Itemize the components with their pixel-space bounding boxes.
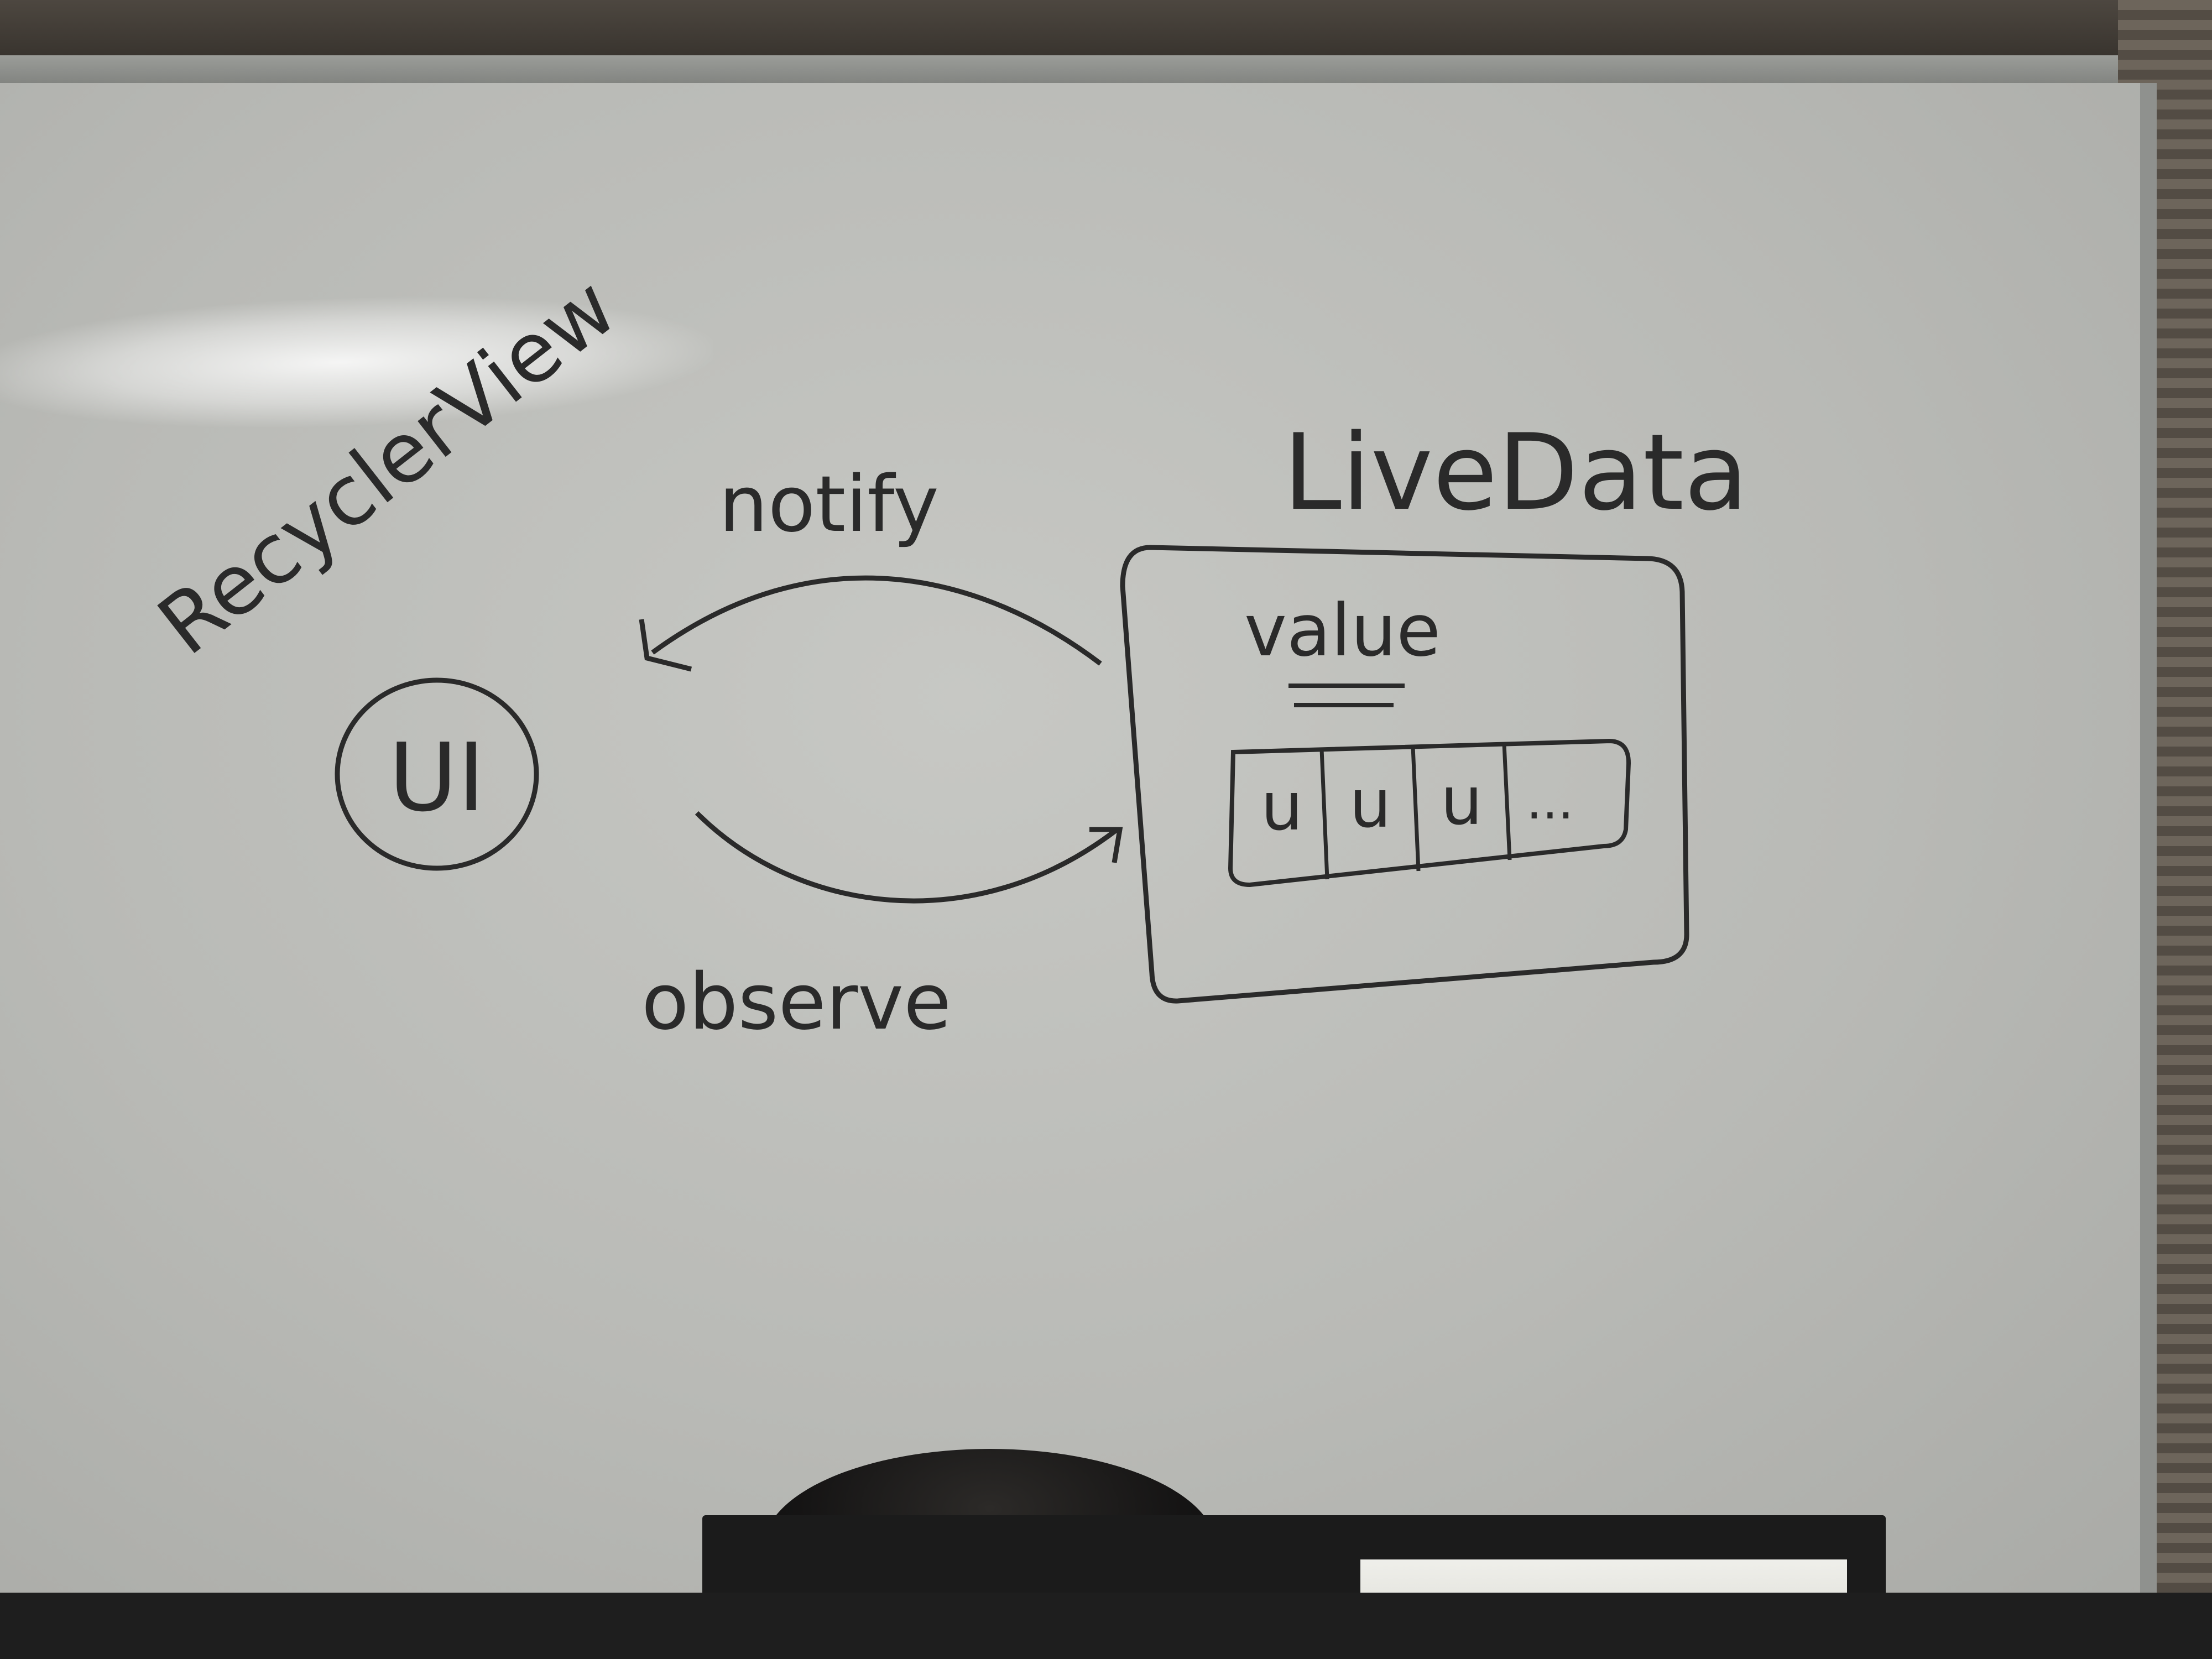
- notify-arrow: [651, 575, 1102, 666]
- value-label: value: [1244, 588, 1441, 672]
- ui-circle: [335, 677, 539, 871]
- notify-label: notify: [719, 460, 939, 550]
- livedata-box: [1120, 545, 1689, 1004]
- observe-arrowhead: [1089, 827, 1123, 863]
- array-cell-3: u: [1441, 763, 1483, 840]
- array-cell-1: u: [1261, 769, 1303, 846]
- array-cell-ellipsis: ...: [1526, 773, 1574, 831]
- ui-label: UI: [389, 723, 486, 833]
- value-underline: [1288, 684, 1405, 707]
- value-array-dividers: [1319, 743, 1512, 880]
- array-cell-2: u: [1349, 766, 1391, 843]
- observe-label: observe: [641, 957, 951, 1047]
- recyclerview-label: RecyclerView: [141, 259, 634, 674]
- notify-arrowhead: [639, 619, 692, 672]
- desk-edge: [0, 1593, 2212, 1659]
- livedata-label: LiveData: [1283, 411, 1749, 534]
- value-array-box: [1228, 738, 1631, 888]
- observe-arrow: [695, 811, 1119, 904]
